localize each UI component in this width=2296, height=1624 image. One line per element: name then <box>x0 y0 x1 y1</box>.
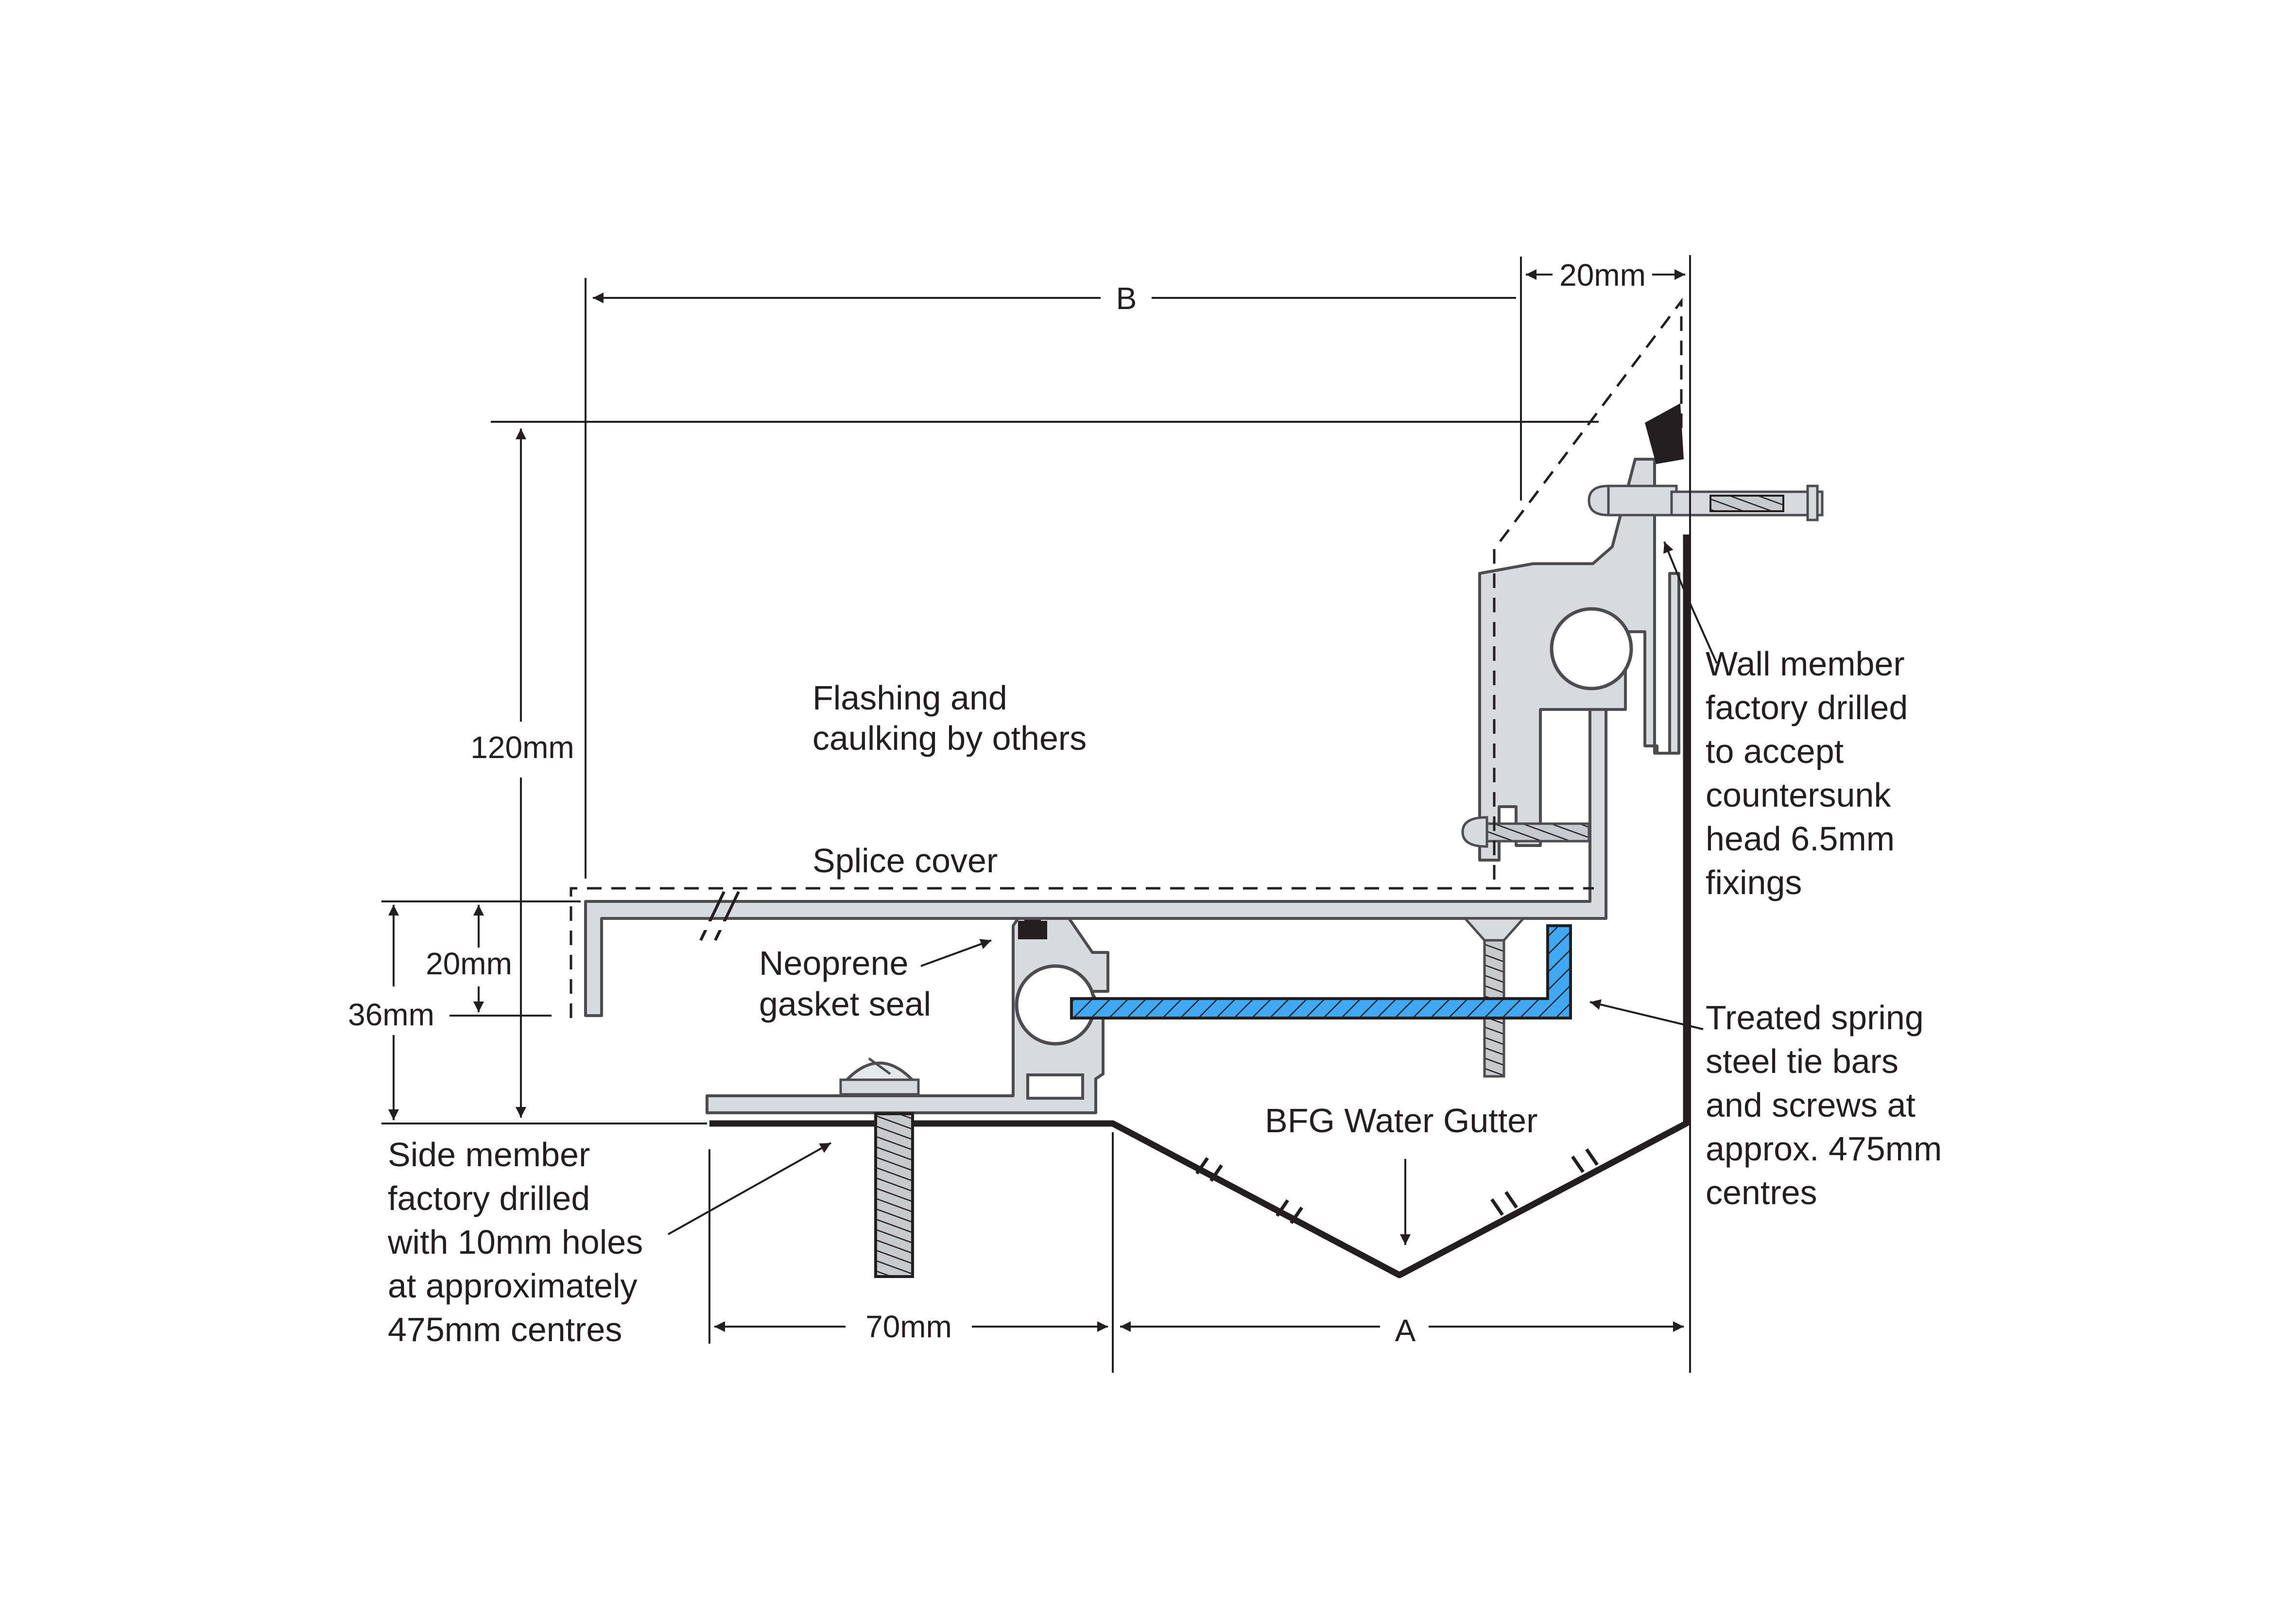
svg-text:gasket seal: gasket seal <box>759 985 931 1023</box>
leader-wall-member <box>1663 541 1718 664</box>
neoprene-seal-block <box>1018 921 1047 939</box>
dimension-a: A <box>1120 1313 1684 1348</box>
svg-text:Wall member: Wall member <box>1706 645 1905 683</box>
break-marks <box>1195 1148 1599 1224</box>
wall-fixing-plug <box>1588 484 1824 521</box>
svg-text:to accept: to accept <box>1706 732 1844 770</box>
dimension-b-label: B <box>1116 281 1137 316</box>
dimension-top-20mm-label: 20mm <box>1559 258 1646 293</box>
dimension-top-20mm: 20mm <box>1526 258 1685 293</box>
dimension-36mm-label: 36mm <box>348 997 434 1032</box>
water-gutter <box>709 535 1690 1278</box>
svg-text:centres: centres <box>1706 1174 1817 1211</box>
dimension-left-20mm: 20mm <box>426 905 512 1012</box>
leader-neoprene <box>920 939 992 967</box>
svg-text:Side member: Side member <box>388 1136 590 1174</box>
svg-text:Flashing and: Flashing and <box>812 679 1007 717</box>
dimension-36mm: 36mm <box>348 905 434 1120</box>
dimension-a-label: A <box>1395 1313 1416 1348</box>
leader-tie-bars <box>1589 999 1704 1030</box>
svg-text:with 10mm holes: with 10mm holes <box>387 1223 643 1261</box>
leader-lines <box>668 541 1718 1245</box>
dimension-70mm-label: 70mm <box>865 1309 952 1344</box>
svg-text:475mm centres: 475mm centres <box>388 1311 622 1348</box>
label-wall-member: Wall member factory drilled to accept co… <box>1706 645 1908 901</box>
leader-side-member <box>668 1142 831 1235</box>
label-neoprene: Neoprene gasket seal <box>759 944 931 1023</box>
dimension-left-20mm-label: 20mm <box>426 946 512 981</box>
svg-text:factory drilled: factory drilled <box>388 1179 590 1217</box>
label-tie-bars: Treated spring steel tie bars and screws… <box>1706 999 1942 1211</box>
flashing-outline <box>570 297 1683 1018</box>
svg-text:head 6.5mm: head 6.5mm <box>1706 820 1895 858</box>
label-splice-cover: Splice cover <box>812 842 998 880</box>
side-member <box>706 914 1109 1114</box>
dimension-b: B <box>593 281 1516 316</box>
label-side-member: Side member factory drilled with 10mm ho… <box>387 1136 643 1348</box>
side-member-screw <box>839 1057 920 1278</box>
svg-text:at approximately: at approximately <box>388 1267 638 1305</box>
dimension-120mm-label: 120mm <box>470 730 574 765</box>
svg-text:countersunk: countersunk <box>1706 776 1891 814</box>
splice-screw <box>1461 816 1590 848</box>
label-flashing: Flashing and caulking by others <box>812 679 1087 757</box>
svg-text:steel tie bars: steel tie bars <box>1706 1042 1899 1080</box>
label-water-gutter: BFG Water Gutter <box>1265 1102 1537 1140</box>
extension-lines <box>381 255 1691 1373</box>
svg-text:caulking by others: caulking by others <box>812 719 1087 757</box>
spring-steel-tie-bar <box>1070 924 1572 1019</box>
svg-text:factory drilled: factory drilled <box>1706 689 1908 726</box>
svg-text:Treated spring: Treated spring <box>1706 999 1924 1037</box>
svg-text:Neoprene: Neoprene <box>759 944 908 982</box>
dimension-70mm: 70mm <box>714 1309 1108 1344</box>
svg-text:and screws at: and screws at <box>1706 1086 1916 1124</box>
wall-member <box>1478 403 1684 862</box>
svg-text:fixings: fixings <box>1706 864 1802 901</box>
dimension-120mm: 120mm <box>470 429 574 1118</box>
svg-text:approx. 475mm: approx. 475mm <box>1706 1130 1942 1168</box>
splice-cover <box>584 647 1607 1017</box>
